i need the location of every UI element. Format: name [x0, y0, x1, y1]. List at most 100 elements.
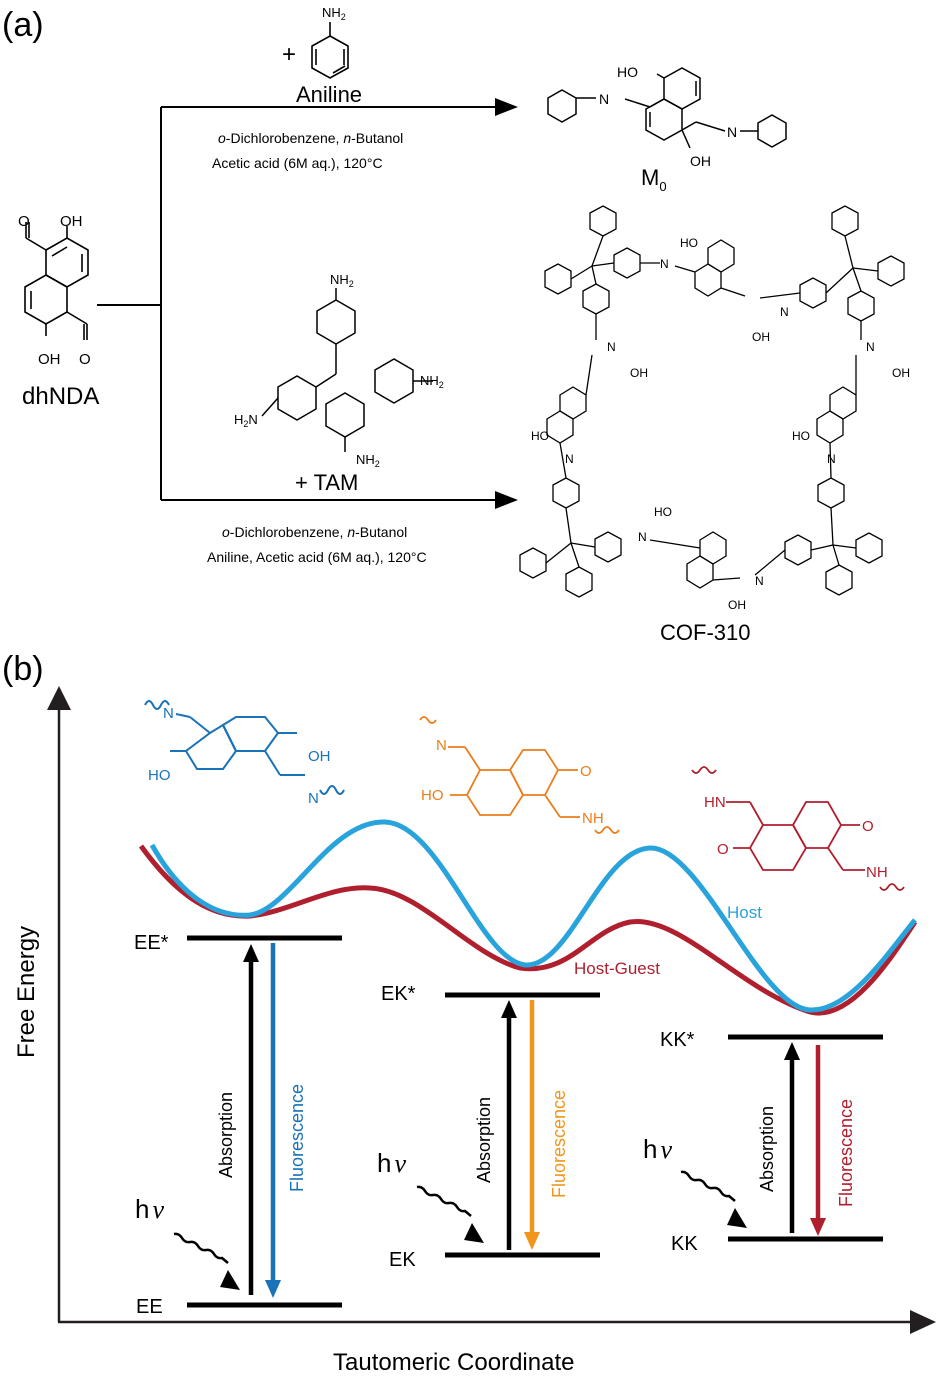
cof-linker-left [546, 314, 597, 479]
ee-excited-label: EE* [134, 932, 169, 954]
ee-oh: OH [308, 748, 331, 765]
ee-n-bottom: N [308, 790, 319, 807]
y-axis-arrow-icon [47, 686, 71, 710]
dhnda-label: dhNDA [22, 383, 99, 410]
cof-oh-2: OH [630, 366, 648, 380]
kk-ground-label: KK [671, 1233, 698, 1255]
cof-n-8: N [755, 574, 764, 588]
cof-linker-bottom [649, 531, 786, 589]
cof-node-bottom-right [784, 477, 883, 596]
x-axis-arrow-icon [910, 1310, 936, 1334]
ek-absorption-arrowhead-icon [501, 1000, 517, 1018]
panel-b-label: (b) [2, 650, 44, 688]
arrow-head-top [495, 98, 518, 116]
ee-absorption-label: Absorption [216, 1092, 236, 1178]
cof-n-3: N [607, 340, 616, 354]
ee-n-top: N [163, 705, 174, 722]
panel-a: (a) O OH OH O dhNDA [2, 5, 910, 645]
cof-ho-2: HO [531, 429, 549, 443]
panel-a-label: (a) [2, 6, 44, 44]
cof-ho-3: HO [792, 429, 810, 443]
kk-photon-wavy-arrow-icon [680, 1170, 736, 1202]
kk-hn: HN [704, 794, 726, 811]
plus-sign-top: + [282, 41, 296, 68]
ek-o: O [580, 763, 592, 780]
ek-tautomer-structure [419, 716, 620, 834]
kk-nh: NH [866, 864, 888, 881]
cof-n-1: N [660, 257, 669, 271]
reaction-scheme-lines [97, 106, 495, 501]
cof-ho-1: HO [680, 236, 698, 250]
ek-photon-wavy-arrow-icon [416, 1185, 472, 1217]
cof-n-2: N [780, 305, 789, 319]
tam-nh2-bottom: NH2 [356, 452, 380, 469]
cof310-label: COF-310 [660, 620, 750, 645]
aniline-nh2: NH2 [322, 5, 346, 22]
cof-linker-right [816, 321, 862, 479]
m0-structure [547, 67, 787, 149]
tam-nh2-right: NH2 [420, 373, 444, 390]
panel-b: (b) Free Energy Tautomeric Coordinate Ho… [2, 650, 936, 1376]
ek-ground-label: EK [389, 1249, 416, 1271]
cof310-structure [519, 205, 905, 598]
kk-absorption-arrowhead-icon [784, 1042, 800, 1060]
kk-tautomer-structure [691, 766, 905, 891]
dhnda-oh-bottom: OH [38, 351, 61, 368]
host-curve [149, 819, 917, 1013]
ee-ho: HO [148, 767, 171, 784]
ee-fluorescence-arrowhead-icon [265, 1280, 281, 1298]
ee-fluorescence-label: Fluorescence [287, 1084, 307, 1192]
ee-absorption-arrowhead-icon [243, 944, 259, 962]
ek-n: N [436, 737, 447, 754]
conditions-top-line1: o-Dichlorobenzene, n-Butanol [218, 130, 403, 146]
host-guest-curve-label: Host-Guest [574, 959, 660, 978]
arrow-head-bottom [495, 491, 518, 509]
ek-excited-label: EK* [381, 983, 416, 1005]
kk-o-right: O [862, 818, 874, 835]
cof-oh-1: OH [752, 330, 770, 344]
host-curve-label: Host [727, 903, 762, 922]
ek-ho: HO [421, 787, 444, 804]
m0-label: M0 [641, 165, 667, 194]
kk-photon-arrowhead-icon [727, 1208, 747, 1228]
cof-oh-3: OH [892, 366, 910, 380]
cof-n-5: N [866, 340, 875, 354]
ee-ground-label: EE [136, 1296, 163, 1318]
ee-photon-arrowhead-icon [220, 1270, 240, 1290]
ek-fluorescence-arrowhead-icon [524, 1232, 540, 1250]
dhnda-o-top: O [18, 213, 30, 230]
y-axis-label: Free Energy [13, 926, 40, 1058]
conditions-bottom-line1: o-Dichlorobenzene, n-Butanol [222, 524, 407, 540]
tam-label: + TAM [295, 470, 358, 495]
cof-node-top-right [799, 205, 905, 322]
ek-nh: NH [582, 810, 604, 827]
cof-ho-4: HO [654, 505, 672, 519]
cof-node-bottom-left [519, 477, 622, 598]
ee-tautomer-structure [144, 700, 345, 795]
cof-oh-4: OH [728, 598, 746, 612]
x-axis-label: Tautomeric Coordinate [333, 1349, 574, 1376]
tam-structure [261, 288, 433, 452]
conditions-top-line2: Acetic acid (6M aq.), 120°C [212, 155, 383, 171]
cof-n-7: N [638, 530, 647, 544]
ee-photon-wavy-arrow-icon [173, 1232, 229, 1264]
dhnda-structure [24, 222, 89, 340]
kk-fluorescence-arrowhead-icon [810, 1218, 826, 1236]
m0-n-left: N [599, 91, 609, 107]
cof-n-6: N [827, 452, 836, 466]
host-guest-curve [138, 844, 918, 1016]
kk-o-left: O [717, 841, 729, 858]
dhnda-o-bottom: O [79, 351, 91, 368]
aniline-label: Aniline [296, 82, 362, 107]
m0-n-right: N [727, 124, 737, 140]
tam-h2n-left: H2N [234, 412, 258, 429]
ek-photon-arrowhead-icon [464, 1223, 484, 1243]
kk-excited-label: KK* [660, 1029, 695, 1051]
kk-absorption-label: Absorption [757, 1106, 777, 1192]
conditions-bottom-line2: Aniline, Acetic acid (6M aq.), 120°C [207, 549, 427, 565]
kk-fluorescence-label: Fluorescence [836, 1099, 856, 1207]
